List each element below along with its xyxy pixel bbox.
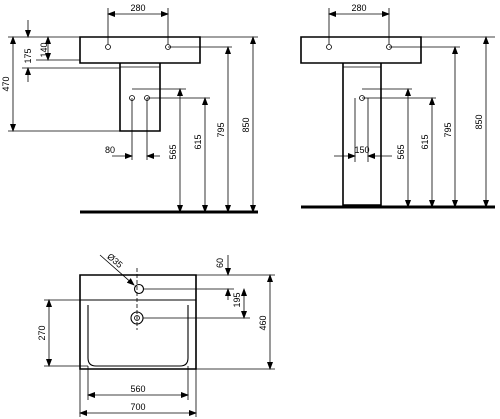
dim-195: 195 [232, 292, 242, 307]
semi-pedestal [120, 63, 160, 131]
basin-side-right [301, 37, 421, 63]
dim-140: 140 [39, 42, 49, 57]
dim-460: 460 [258, 315, 268, 330]
dim-175: 175 [23, 48, 33, 63]
dim-280-left: 280 [130, 3, 145, 13]
dim-270: 270 [37, 325, 47, 340]
side-view-right: 280 150 565 615 795 850 [301, 3, 495, 207]
basin-side-left [80, 37, 200, 63]
dim-470: 470 [1, 76, 11, 91]
side-view-left: 280 175 140 470 80 565 615 795 850 [1, 3, 258, 212]
dim-615-left: 615 [193, 134, 203, 149]
dim-615-right: 615 [420, 134, 430, 149]
dim-150: 150 [354, 145, 369, 155]
dim-850-left: 850 [241, 117, 251, 132]
dim-795-right: 795 [443, 122, 453, 137]
dim-700: 700 [130, 402, 145, 412]
dim-80: 80 [105, 145, 115, 155]
plan-waste-inner [135, 316, 140, 321]
tap-hole-left [106, 45, 111, 50]
dim-280-right: 280 [351, 3, 366, 13]
plan-tap-hole [135, 285, 144, 294]
inner-bowl [88, 305, 188, 366]
dim-60: 60 [215, 258, 225, 268]
dim-dia35: Ø35 [105, 251, 124, 270]
basin-outline [80, 275, 196, 369]
plan-view: Ø35 60 195 460 270 560 700 [37, 251, 275, 417]
dim-565-right: 565 [396, 144, 406, 159]
full-pedestal [343, 63, 381, 205]
dim-795-left: 795 [216, 122, 226, 137]
dim-850-right: 850 [474, 114, 484, 129]
tap-hole-left-r [327, 45, 332, 50]
dim-560: 560 [130, 384, 145, 394]
dim-565-left: 565 [168, 144, 178, 159]
